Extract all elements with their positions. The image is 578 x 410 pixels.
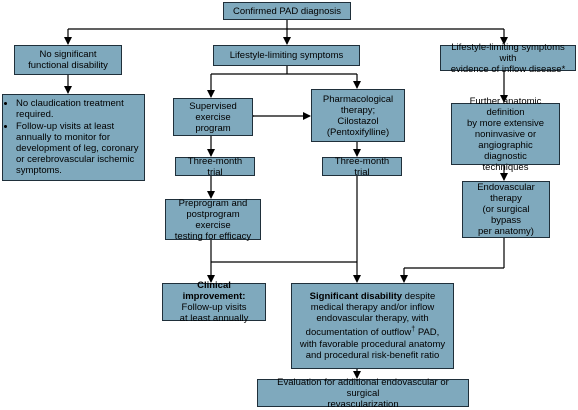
inflow-disease-box: Lifestyle-limiting symptoms with evidenc… [440, 41, 576, 75]
evaluation-box: Evaluation for additional endovascular o… [257, 376, 469, 410]
clinical-heading: Clinical improvement: [182, 280, 246, 302]
pharm-line2: therapy; [340, 104, 376, 116]
trial-left-text: Three-month trial [187, 155, 243, 178]
sig-line5: with favorable procedural anatomy [299, 338, 446, 350]
anatomic-line2: by more extensive [466, 117, 545, 129]
no-significant-line2: functional disability [28, 60, 108, 71]
anatomic-line3: noninvasive or [474, 128, 537, 140]
anatomic-line1: Further anatomic definition [469, 95, 542, 118]
endo-line4: per anatomy) [478, 226, 534, 237]
clinical-improvement-box: Clinical improvement: Follow-up visits a… [162, 280, 266, 324]
eval-line2: revascularization [327, 398, 399, 410]
sig-line3: endovascular therapy, with [316, 313, 429, 325]
sig-line1: Significant disability despite [300, 291, 445, 302]
sig-line4: documentation of outflow† PAD, [300, 324, 445, 338]
no-claudication-item: No claudication treatment required. [16, 98, 141, 120]
three-month-trial-left-box: Three-month trial [175, 155, 255, 178]
sig-line6: and procedural risk-benefit ratio [305, 349, 440, 361]
sig-heading: Significant disability [309, 291, 403, 303]
endo-line3: (or surgical bypass [482, 204, 530, 226]
anatomic-line5: techniques [482, 161, 529, 173]
no-claudication-box: No claudication treatment required. Foll… [2, 94, 145, 181]
trial-right-text: Three-month trial [334, 155, 390, 178]
clinical-line3: at least annually [179, 313, 249, 324]
pharm-line1: Pharmacological [322, 93, 394, 105]
preprog-line1: Preprogram and [178, 197, 248, 209]
supervised-line1: Supervised [189, 100, 237, 112]
confirmed-pad-box: Confirmed PAD diagnosis [223, 2, 351, 20]
lifestyle-limiting-text: Lifestyle-limiting symptoms [229, 50, 344, 61]
lifestyle-limiting-box: Lifestyle-limiting symptoms [213, 45, 360, 66]
supervised-line2: exercise program [195, 111, 231, 134]
inflow-disease-line2: evidence of inflow disease* [450, 63, 566, 75]
inflow-disease-line1: Lifestyle-limiting symptoms with [451, 41, 565, 64]
pharm-line4: (Pentoxifylline) [326, 126, 390, 138]
pharm-line3: Cilostazol [337, 115, 379, 127]
anatomic-definition-box: Further anatomic definition by more exte… [451, 96, 560, 173]
preprogram-testing-box: Preprogram and postprogram exercise test… [165, 197, 261, 242]
no-claudication-item: Follow-up visits at least annually to mo… [16, 121, 141, 176]
sig-line4-a: documentation of outflow [305, 327, 412, 339]
pharmacological-box: Pharmacological therapy; Cilostazol (Pen… [311, 89, 405, 142]
no-significant-line1: No significant [39, 49, 97, 60]
sig-line4-b: PAD, [415, 327, 440, 339]
confirmed-pad-text: Confirmed PAD diagnosis [232, 5, 342, 17]
endovascular-therapy-box: Endovascular therapy (or surgical bypass… [462, 181, 550, 238]
dagger-symbol: † [411, 326, 416, 334]
no-claudication-list: No claudication treatment required. Foll… [6, 98, 141, 177]
eval-line1: Evaluation for additional endovascular o… [277, 376, 449, 399]
endo-line1: Endovascular [477, 182, 535, 193]
preprog-line2: postprogram exercise [186, 208, 240, 231]
sig-line2: medical therapy and/or inflow [310, 302, 435, 314]
three-month-trial-right-box: Three-month trial [322, 155, 402, 178]
supervised-exercise-box: Supervised exercise program [173, 98, 253, 136]
significant-disability-box: Significant disability despite medical t… [291, 283, 454, 369]
no-significant-box: No significant functional disability [14, 45, 122, 75]
anatomic-line4: angiographic diagnostic [478, 139, 533, 162]
preprog-line3: testing for efficacy [174, 230, 252, 242]
clinical-line2: Follow-up visits [181, 302, 247, 313]
endo-line2: therapy [490, 193, 522, 204]
sig-line1-rest: despite [402, 291, 436, 303]
